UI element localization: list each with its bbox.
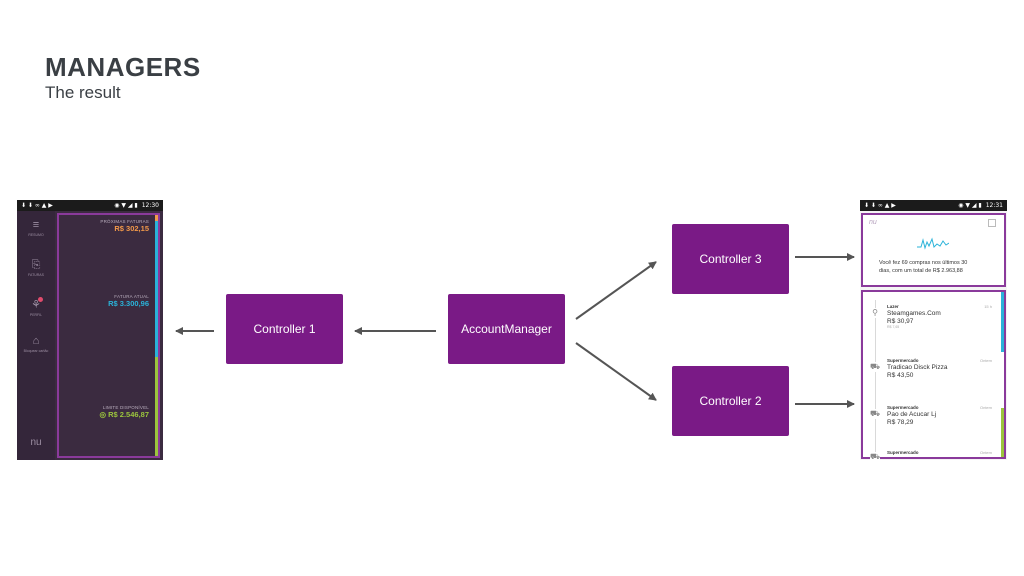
transaction-item[interactable]: Supermercado Pao de Acucar Lj R$ 78,29	[887, 405, 937, 426]
notification-icons: ⬇ ⬇ ∞ ▲ ▶	[864, 202, 896, 209]
next-bills-block[interactable]: PRÓXIMAS FATURAS R$ 302,15	[100, 219, 149, 233]
leisure-icon: ⚲	[870, 308, 880, 318]
blue-segment	[155, 221, 158, 357]
cart-icon: ⛟	[870, 362, 881, 372]
controller3-node: Controller 3	[672, 224, 789, 294]
available-limit-block[interactable]: LIMITE DISPONÍVEL ◎ R$ 2.546,87	[99, 405, 149, 419]
cards-icon: ⚘	[31, 299, 41, 311]
status-time: 12:31	[985, 202, 1003, 209]
expand-icon[interactable]	[988, 219, 996, 227]
nu-logo: nu	[30, 437, 42, 448]
transaction-time: Ontem	[979, 358, 992, 363]
signal-icons: ◉ ▼ ◢ ▮	[958, 202, 982, 209]
status-time: 12:30	[141, 202, 159, 209]
transaction-time: 15 h	[984, 304, 992, 309]
timeline-line	[875, 300, 876, 457]
nu-logo: nu	[869, 219, 877, 226]
transaction-item[interactable]: Lazer Steamgames.Com R$ 30,97 R$ 7,65	[887, 304, 941, 329]
rail-item-faturas[interactable]: ⎘ FATURAS	[17, 259, 55, 277]
signal-icons: ◉ ▼ ◢ ▮	[114, 202, 138, 209]
arrow-accountmanager-to-controller2	[575, 342, 657, 401]
cart-icon: ⛟	[870, 452, 881, 460]
status-bar: ⬇ ⬇ ∞ ▲ ▶ ◉ ▼ ◢ ▮12:31	[860, 200, 1007, 211]
side-rail: ≡ RESUMO ⎘ FATURAS ⚘ PERFIL ⌂ Bloquear c…	[17, 211, 55, 460]
arrow-accountmanager-to-controller3	[575, 261, 657, 320]
purchase-summary-card[interactable]: nu Você fez 69 compras nos últimos 30 di…	[861, 213, 1006, 287]
notification-badge	[38, 297, 43, 302]
current-bill-block[interactable]: FATURA ATUAL R$ 3.300,96	[108, 294, 149, 308]
controller1-node: Controller 1	[226, 294, 343, 364]
cart-icon: ⛟	[870, 409, 881, 419]
right-phone-screenshot: ⬇ ⬇ ∞ ▲ ▶ ◉ ▼ ◢ ▮12:31 nu Você fez 69 co…	[860, 200, 1007, 460]
transaction-time: Ontem	[979, 405, 992, 410]
green-segment	[1001, 408, 1004, 457]
slide-title: MANAGERS	[45, 52, 201, 82]
lock-icon: ⌂	[32, 335, 40, 347]
blue-segment	[1001, 292, 1004, 352]
rail-item-perfil[interactable]: ⚘ PERFIL	[17, 297, 55, 317]
purchase-summary-text: Você fez 69 compras nos últimos 30 dias,…	[879, 260, 968, 274]
database-icon: ≡	[32, 219, 40, 231]
left-phone-screenshot: ⬇ ⬇ ∞ ▲ ▶ ◉ ▼ ◢ ▮12:30 ≡ RESUMO ⎘ FATURA…	[17, 200, 163, 460]
green-segment	[155, 357, 158, 456]
transaction-item[interactable]: Supermercado Tradicao Disck Pizza R$ 43,…	[887, 358, 948, 379]
receipt-icon: ⎘	[31, 259, 41, 271]
rail-item-resumo[interactable]: ≡ RESUMO	[17, 219, 55, 237]
slide-subtitle: The result	[45, 83, 121, 102]
transaction-time: Ontem	[979, 450, 992, 455]
account-summary-highlight: PRÓXIMAS FATURAS R$ 302,15 FATURA ATUAL …	[57, 213, 160, 458]
orange-segment	[155, 215, 158, 221]
transaction-item[interactable]: Supermercado	[887, 450, 919, 455]
controller2-node: Controller 2	[672, 366, 789, 436]
transactions-feed-card: ⚲ Lazer Steamgames.Com R$ 30,97 R$ 7,65 …	[861, 290, 1006, 460]
spending-sparkline-icon	[917, 237, 949, 250]
rail-item-bloquear[interactable]: ⌂ Bloquear cartão	[17, 335, 55, 353]
status-bar: ⬇ ⬇ ∞ ▲ ▶ ◉ ▼ ◢ ▮12:30	[17, 200, 163, 211]
limit-icon: ◎	[99, 410, 109, 419]
notification-icons: ⬇ ⬇ ∞ ▲ ▶	[21, 202, 53, 209]
account-manager-node: AccountManager	[448, 294, 565, 364]
